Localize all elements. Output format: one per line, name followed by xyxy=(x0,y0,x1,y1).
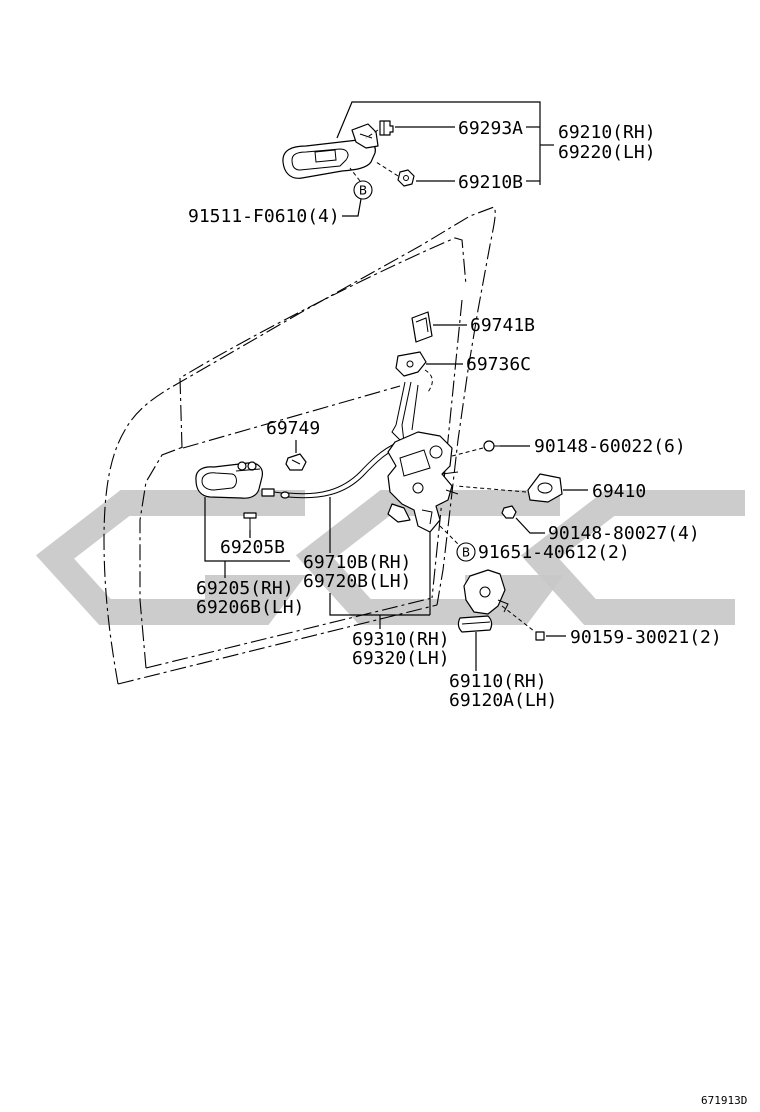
marker-b-upper: B xyxy=(342,167,373,217)
label-90148-80027: 90148-80027(4) xyxy=(548,523,700,544)
door-inner-bottom-edge xyxy=(145,597,433,669)
part-69736C xyxy=(395,351,463,393)
label-69720B-lh: 69720B(LH) xyxy=(303,571,411,592)
part-69749 xyxy=(285,440,307,471)
label-90148-60022: 90148-60022(6) xyxy=(534,436,686,457)
lock-cylinder-part xyxy=(457,569,509,671)
door-bottom-edge xyxy=(117,604,438,685)
label-69205B: 69205B xyxy=(220,537,285,558)
marker-b-lower: B xyxy=(439,525,476,562)
bolt-69293A-part xyxy=(379,120,394,136)
label-69220-lh: 69220(LH) xyxy=(558,142,656,163)
label-69749: 69749 xyxy=(266,418,320,439)
label-69710B-rh: 69710B(RH) xyxy=(303,552,411,573)
window-sill-line xyxy=(182,385,401,449)
screw-90159-30021-part xyxy=(501,605,566,641)
label-91651-40612: 91651-40612(2) xyxy=(478,542,630,563)
label-69293A: 69293A xyxy=(458,118,523,139)
label-69206B-lh: 69206B(LH) xyxy=(196,597,304,618)
label-69320-lh: 69320(LH) xyxy=(352,648,450,669)
lock-rods xyxy=(391,381,419,443)
inside-handle-cable-part xyxy=(261,439,407,499)
label-69410: 69410 xyxy=(592,481,646,502)
bolt-install-line xyxy=(365,129,379,139)
door-outer-edge xyxy=(103,206,496,685)
label-69210B: 69210B xyxy=(458,172,523,193)
outside-handle-leaders xyxy=(336,101,554,185)
inside-handle-bracket xyxy=(204,497,290,578)
label-69310-rh: 69310(RH) xyxy=(352,629,450,650)
label-69110-rh: 69110(RH) xyxy=(449,671,547,692)
label-69205-rh: 69205(RH) xyxy=(196,578,294,599)
part-labels: 69293A 69210(RH) 69220(LH) 69210B 91511-… xyxy=(188,118,722,711)
label-69120A-lh: 69120A(LH) xyxy=(449,690,557,711)
label-69210-rh: 69210(RH) xyxy=(558,122,656,143)
nut-69210B-part xyxy=(397,169,415,187)
label-69741B: 69741B xyxy=(470,315,535,336)
door-lock-latch-part xyxy=(387,431,459,533)
nut-install-line xyxy=(375,161,399,177)
illustration-code: 671913D xyxy=(701,1094,747,1107)
screw-69205B-part xyxy=(243,512,257,538)
marker-b-upper-text: B xyxy=(359,184,367,198)
inside-handle-part xyxy=(195,461,263,499)
window-opening xyxy=(179,237,467,449)
cable-and-latch-bracket xyxy=(329,497,431,629)
marker-b-lower-text: B xyxy=(462,546,470,560)
striker-69410-part xyxy=(455,473,588,503)
label-69736C: 69736C xyxy=(466,354,531,375)
watermark-shape-middle xyxy=(295,490,564,625)
door-inner-edge xyxy=(139,446,184,669)
label-91511-F0610: 91511-F0610(4) xyxy=(188,206,340,227)
label-90159-30021: 90159-30021(2) xyxy=(570,627,722,648)
part-69741B xyxy=(411,311,467,343)
screw-90148-80027-part xyxy=(501,505,545,534)
screw-90148-60022-part xyxy=(451,440,530,457)
watermark-shape-right xyxy=(520,490,745,625)
watermark-logo xyxy=(35,490,745,625)
outside-handle-part xyxy=(282,123,379,179)
watermark-shape-left xyxy=(35,490,306,625)
